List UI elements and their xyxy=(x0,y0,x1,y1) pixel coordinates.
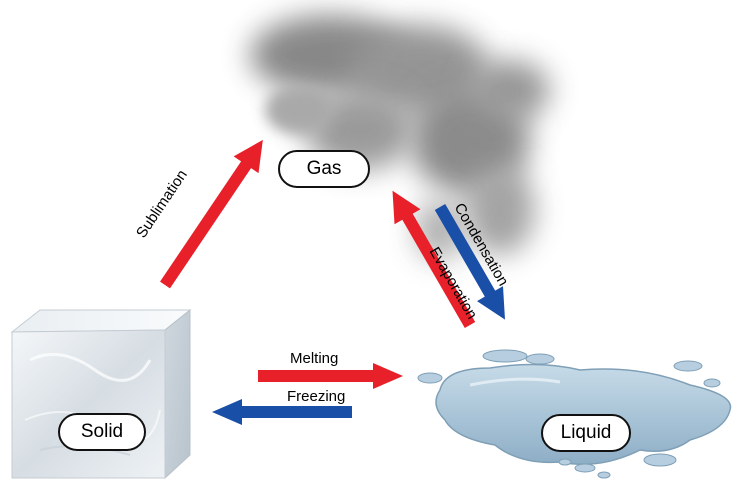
vapor-cloud xyxy=(250,15,550,260)
condensation-arrow xyxy=(434,204,505,320)
sublimation-arrow xyxy=(160,139,263,289)
ice-cube xyxy=(10,308,192,480)
liquid-label: Liquid xyxy=(541,414,631,452)
freezing-arrow xyxy=(212,399,352,425)
melting-arrow xyxy=(258,363,403,389)
melting-label: Melting xyxy=(290,350,339,367)
freezing-label: Freezing xyxy=(287,388,346,405)
solid-label: Solid xyxy=(58,413,146,451)
gas-label: Gas xyxy=(278,150,370,188)
evaporation-arrow xyxy=(392,190,476,328)
